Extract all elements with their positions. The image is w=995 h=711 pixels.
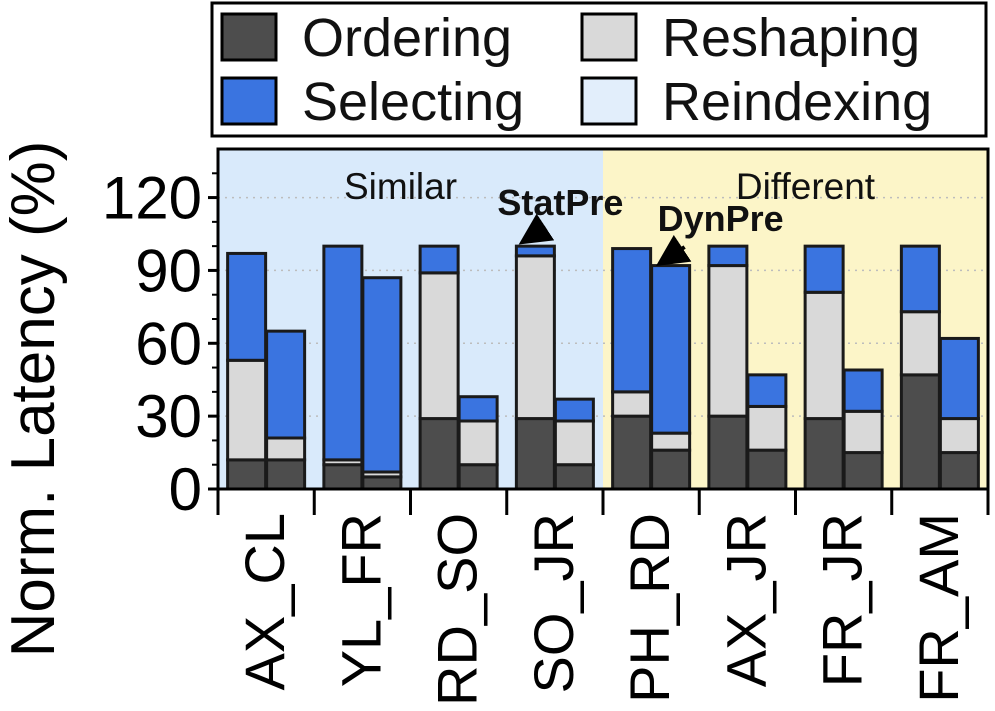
region-label-similar: Similar [344,166,457,207]
x-tick-label-fr_am: FR_AM [907,513,970,703]
bars [226,244,980,491]
bar-segment-reshaping-ax_jr-dynpre [746,404,788,452]
bar-segment-selecting-yl_fr-dynpre [361,276,403,474]
x-tick-label-fr_jr: FR_JR [811,513,874,687]
x-tick-label-ax_cl: AX_CL [233,513,296,690]
bar-segment-ordering-fr_jr-statpre [803,417,845,491]
bar-segment-selecting-rd_so-statpre [418,244,460,275]
annotation-statpre: StatPre [497,182,623,223]
bar-segment-reshaping-rd_so-dynpre [457,419,499,467]
x-tick-label-ph_rd: PH_RD [618,513,681,703]
bar-segment-ordering-fr_am-dynpre [938,451,980,491]
bar-segment-selecting-ax_jr-statpre [707,244,749,268]
bar-segment-reshaping-ph_rd-dynpre [650,431,692,452]
legend-label-reindexing: Reindexing [662,72,932,132]
region-label-different: Different [736,166,876,207]
legend-label-ordering: Ordering [302,8,512,68]
region-labels: Similar Different [344,166,876,207]
bar-segment-selecting-ax_jr-dynpre [746,373,788,408]
bar-segment-ordering-ph_rd-statpre [611,414,653,491]
bar-segment-selecting-yl_fr-statpre [322,244,364,462]
bar-segment-ordering-ax_jr-statpre [707,414,749,491]
bar-segment-ordering-so_jr-statpre [514,417,556,491]
bar-segment-reshaping-fr_am-statpre [899,310,941,377]
bar-segment-ordering-rd_so-dynpre [457,463,499,491]
bar-segment-ordering-rd_so-statpre [418,417,460,491]
bar-segment-ordering-yl_fr-statpre [322,463,364,491]
bar-segment-reshaping-ax_cl-statpre [226,358,268,462]
bar-segment-reshaping-rd_so-statpre [418,271,460,421]
x-tick-label-rd_so: RD_SO [426,513,489,706]
legend-swatch-reshaping [580,12,638,62]
y-axis-label: Norm. Latency (%) [0,141,68,658]
x-tick-label-yl_fr: YL_FR [329,513,392,687]
x-tick-label-ax_jr: AX_JR [714,513,777,687]
y-tick-label-30: 30 [135,383,202,450]
bar-segment-ordering-fr_jr-dynpre [842,451,884,491]
bar-segment-ordering-ax_cl-dynpre [265,458,307,491]
bar-segment-selecting-ax_cl-dynpre [265,329,307,440]
legend-label-reshaping: Reshaping [662,8,920,68]
y-tick-label-120: 120 [102,165,202,232]
legend-swatch-reindexing [580,76,638,126]
x-tick-label-so_jr: SO_JR [522,513,585,694]
bar-segment-ordering-so_jr-dynpre [553,463,595,491]
bar-segment-reshaping-ph_rd-statpre [611,390,653,418]
bar-segment-selecting-fr_jr-dynpre [842,368,884,413]
annotation-arrow-dynpre [655,234,692,266]
bar-segment-selecting-so_jr-dynpre [553,397,595,423]
bar-segment-reshaping-so_jr-dynpre [553,419,595,467]
legend-label-selecting: Selecting [302,72,524,132]
bar-segment-reshaping-fr_jr-statpre [803,290,845,421]
bar-segment-reshaping-fr_am-dynpre [938,417,980,455]
legend-swatch-selecting [220,76,278,126]
y-tick-label-0: 0 [169,456,202,523]
gridlines [218,196,988,417]
annotation-dynpre: DynPre [658,198,784,239]
bar-segment-selecting-ph_rd-statpre [611,247,653,394]
bar-segment-selecting-fr_jr-statpre [803,244,845,294]
bar-segment-reshaping-ax_jr-statpre [707,264,749,418]
annotation-arrow-statpre [518,213,555,245]
legend-swatch-ordering [220,12,278,62]
bar-segment-ordering-ax_jr-dynpre [746,448,788,491]
x-axis: AX_CL YL_FR RD_SO SO_JR PH_RD AX_JR FR_JR FR_AM [216,489,990,706]
annotations: StatPre DynPre [497,182,784,266]
bar-segment-selecting-ax_cl-statpre [226,251,268,362]
bar-segment-selecting-so_jr-statpre [514,244,556,258]
bar-segment-ordering-fr_am-statpre [899,373,941,491]
y-tick-label-90: 90 [135,237,202,304]
bar-segment-selecting-rd_so-dynpre [457,395,499,423]
bar-segment-selecting-ph_rd-dynpre [650,264,692,435]
bar-segment-reshaping-fr_jr-dynpre [842,409,884,455]
bar-segment-reshaping-so_jr-statpre [514,254,556,421]
bar-segment-ordering-yl_fr-dynpre [361,475,403,491]
bar-segment-reshaping-ax_cl-dynpre [265,436,307,462]
y-tick-label-60: 60 [135,310,202,377]
bar-segment-ordering-ax_cl-statpre [226,458,268,491]
bar-segment-selecting-fr_am-dynpre [938,336,980,421]
bar-segment-selecting-fr_am-statpre [899,244,941,314]
bar-segment-ordering-ph_rd-dynpre [650,448,692,491]
